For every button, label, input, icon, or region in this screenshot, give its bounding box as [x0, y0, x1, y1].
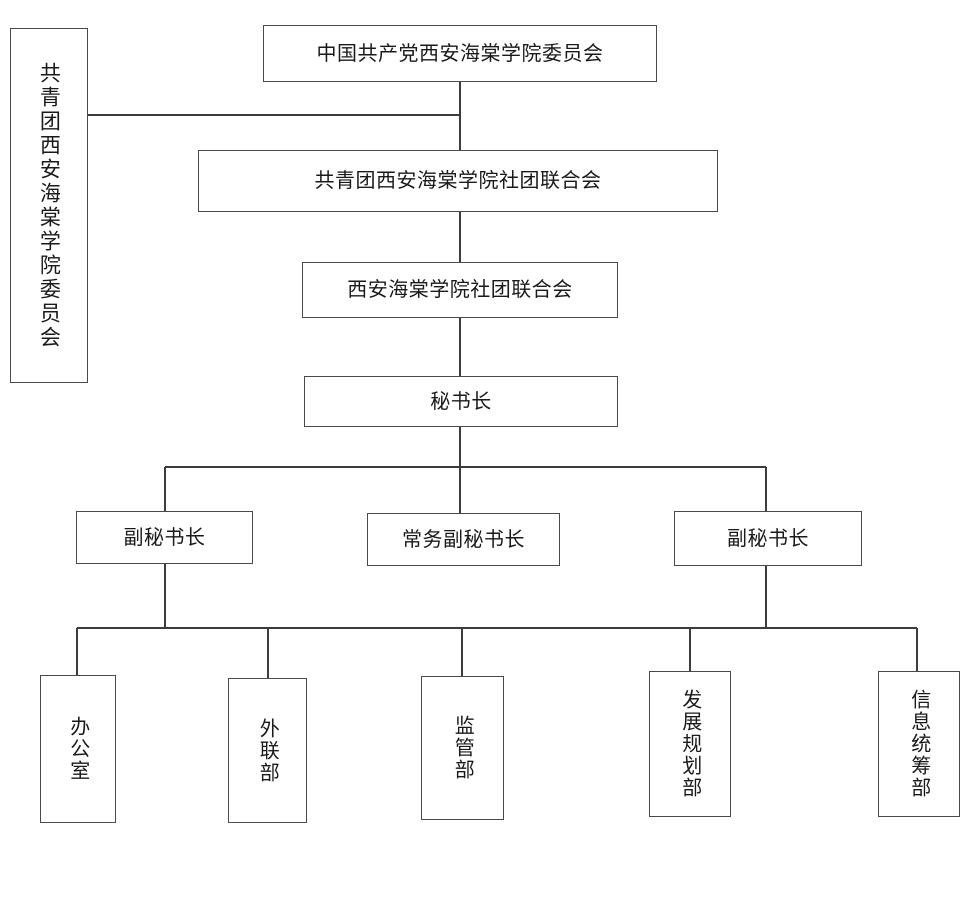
node-youth-league-committee[interactable]: 共青团西安海棠学院委员会: [10, 28, 88, 383]
node-dept-information-coordination[interactable]: 信息统筹部: [878, 671, 960, 817]
node-dept-development-planning-label: 发展规划部: [678, 689, 703, 799]
node-secretary-general[interactable]: 秘书长: [304, 376, 618, 427]
node-deputy-secretary-left-label: 副秘书长: [123, 524, 206, 549]
node-league-club-union-label: 共青团西安海棠学院社团联合会: [314, 168, 602, 193]
node-party-committee-label: 中国共产党西安海棠学院委员会: [316, 40, 604, 65]
node-dept-office[interactable]: 办公室: [40, 675, 116, 823]
node-deputy-secretary-right-label: 副秘书长: [727, 525, 809, 550]
node-dept-liaison-label: 外联部: [256, 717, 281, 784]
node-executive-deputy-secretary-label: 常务副秘书长: [402, 526, 525, 551]
node-youth-league-committee-label: 共青团西安海棠学院委员会: [37, 61, 62, 350]
node-dept-office-label: 办公室: [66, 716, 91, 782]
node-club-union-label: 西安海棠学院社团联合会: [347, 277, 573, 302]
node-dept-liaison[interactable]: 外联部: [228, 678, 307, 823]
node-secretary-general-label: 秘书长: [430, 388, 492, 413]
node-dept-information-coordination-label: 信息统筹部: [907, 689, 932, 799]
node-party-committee[interactable]: 中国共产党西安海棠学院委员会: [263, 25, 657, 82]
node-dept-supervision-label: 监管部: [451, 715, 476, 781]
node-dept-development-planning[interactable]: 发展规划部: [649, 671, 731, 817]
node-executive-deputy-secretary[interactable]: 常务副秘书长: [367, 513, 560, 566]
node-deputy-secretary-left[interactable]: 副秘书长: [76, 511, 253, 564]
node-dept-supervision[interactable]: 监管部: [421, 676, 504, 820]
node-deputy-secretary-right[interactable]: 副秘书长: [674, 511, 862, 566]
node-league-club-union[interactable]: 共青团西安海棠学院社团联合会: [198, 150, 718, 212]
node-club-union[interactable]: 西安海棠学院社团联合会: [302, 262, 618, 318]
